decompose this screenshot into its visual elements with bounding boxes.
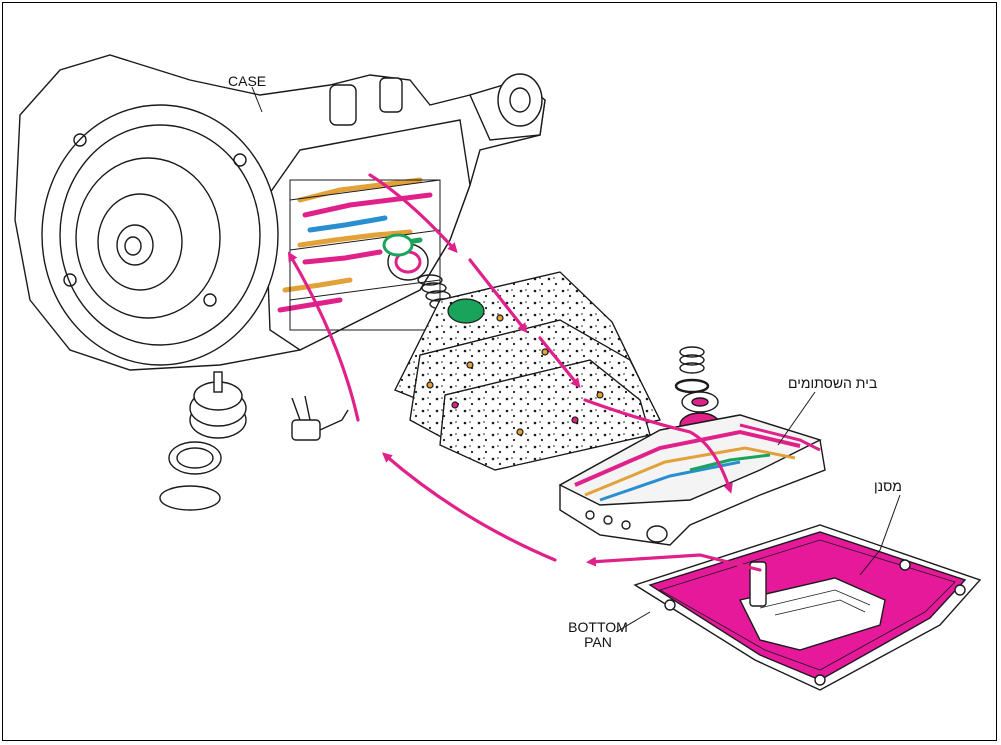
solenoid-sensor <box>291 395 349 441</box>
torque-converter <box>41 104 279 366</box>
flow-arrow-return-loop <box>381 452 557 562</box>
label-filter: מסנן <box>874 478 902 494</box>
separator-plates <box>394 271 661 471</box>
valve-body <box>558 414 826 546</box>
label-bottom-pan-line1: BOTTOM <box>568 619 628 635</box>
label-leader-lines <box>251 86 901 633</box>
clutch-piston-assembly <box>159 371 247 511</box>
flow-arrow-into-valvebody <box>583 398 733 494</box>
flow-arrow-case-to-plate <box>368 173 458 253</box>
flow-arrow-plates <box>538 336 581 389</box>
label-valve-body: בית השסתומים <box>788 375 878 391</box>
fluid-flow-arrows <box>287 173 762 572</box>
servo-piston <box>382 233 429 281</box>
flow-arrow-plate-to-valvebody <box>468 258 528 334</box>
label-case: CASE <box>228 73 267 89</box>
label-bottom-pan-line2: PAN <box>584 634 612 650</box>
flow-arrow-pan-return <box>586 553 762 572</box>
tail-housing <box>329 73 546 141</box>
flow-arrow-up-to-case <box>287 251 360 422</box>
label-bottom-pan: BOTTOM PAN <box>563 620 633 650</box>
filter <box>738 561 886 651</box>
